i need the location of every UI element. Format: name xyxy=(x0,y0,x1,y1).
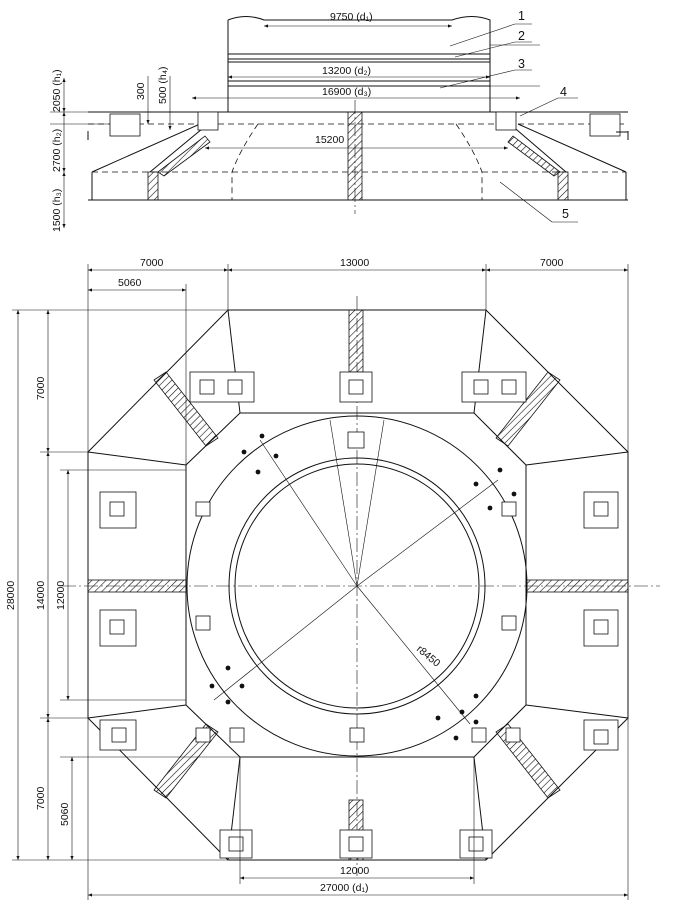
callout-4: 4 xyxy=(560,85,567,99)
dim-h3: 1500 (h₃) xyxy=(51,189,63,232)
callout-2: 2 xyxy=(518,29,525,43)
dim-lower-inner: 5060 xyxy=(59,802,71,826)
callout-1: 1 xyxy=(518,9,525,23)
anchor-dots xyxy=(209,433,517,741)
dim-base-d: 16900 (d₃) xyxy=(322,86,371,98)
pile-caps xyxy=(99,371,619,859)
section-view: 9750 (d₁) 13200 (d₂) 16900 (d₃) 15200 20… xyxy=(50,9,629,232)
dim-left-inner: 5060 xyxy=(118,277,142,289)
dim-left-top: 7000 xyxy=(140,257,164,269)
dim-mid-d: 13200 (d₂) xyxy=(322,65,371,77)
dim-upper-left: 7000 xyxy=(35,376,47,400)
dim-inner-span: 15200 xyxy=(315,134,344,146)
dim-bottom-total: 27000 (d₁) xyxy=(320,882,369,894)
dim-top-d: 9750 (d₁) xyxy=(330,11,373,23)
dim-mid-inner: 12000 xyxy=(55,581,67,610)
dim-total-height: 28000 xyxy=(5,581,17,610)
radius-label: r8450 xyxy=(414,643,442,670)
callout-3: 3 xyxy=(518,57,525,71)
dim-h1: 2050 (h₁) xyxy=(51,69,63,112)
callout-5: 5 xyxy=(562,207,569,221)
dim-300: 300 xyxy=(135,82,147,100)
dim-lower-left: 7000 xyxy=(35,786,47,810)
dim-center-top: 13000 xyxy=(340,257,369,269)
dim-h2: 2700 (h₂) xyxy=(51,129,63,172)
dim-right-top: 7000 xyxy=(540,257,564,269)
dim-mid-outer: 14000 xyxy=(35,581,47,610)
plan-view: r8450 xyxy=(5,257,660,900)
dim-bottom-inner: 12000 xyxy=(340,865,369,877)
dim-500: 500 (h₄) xyxy=(157,66,169,104)
